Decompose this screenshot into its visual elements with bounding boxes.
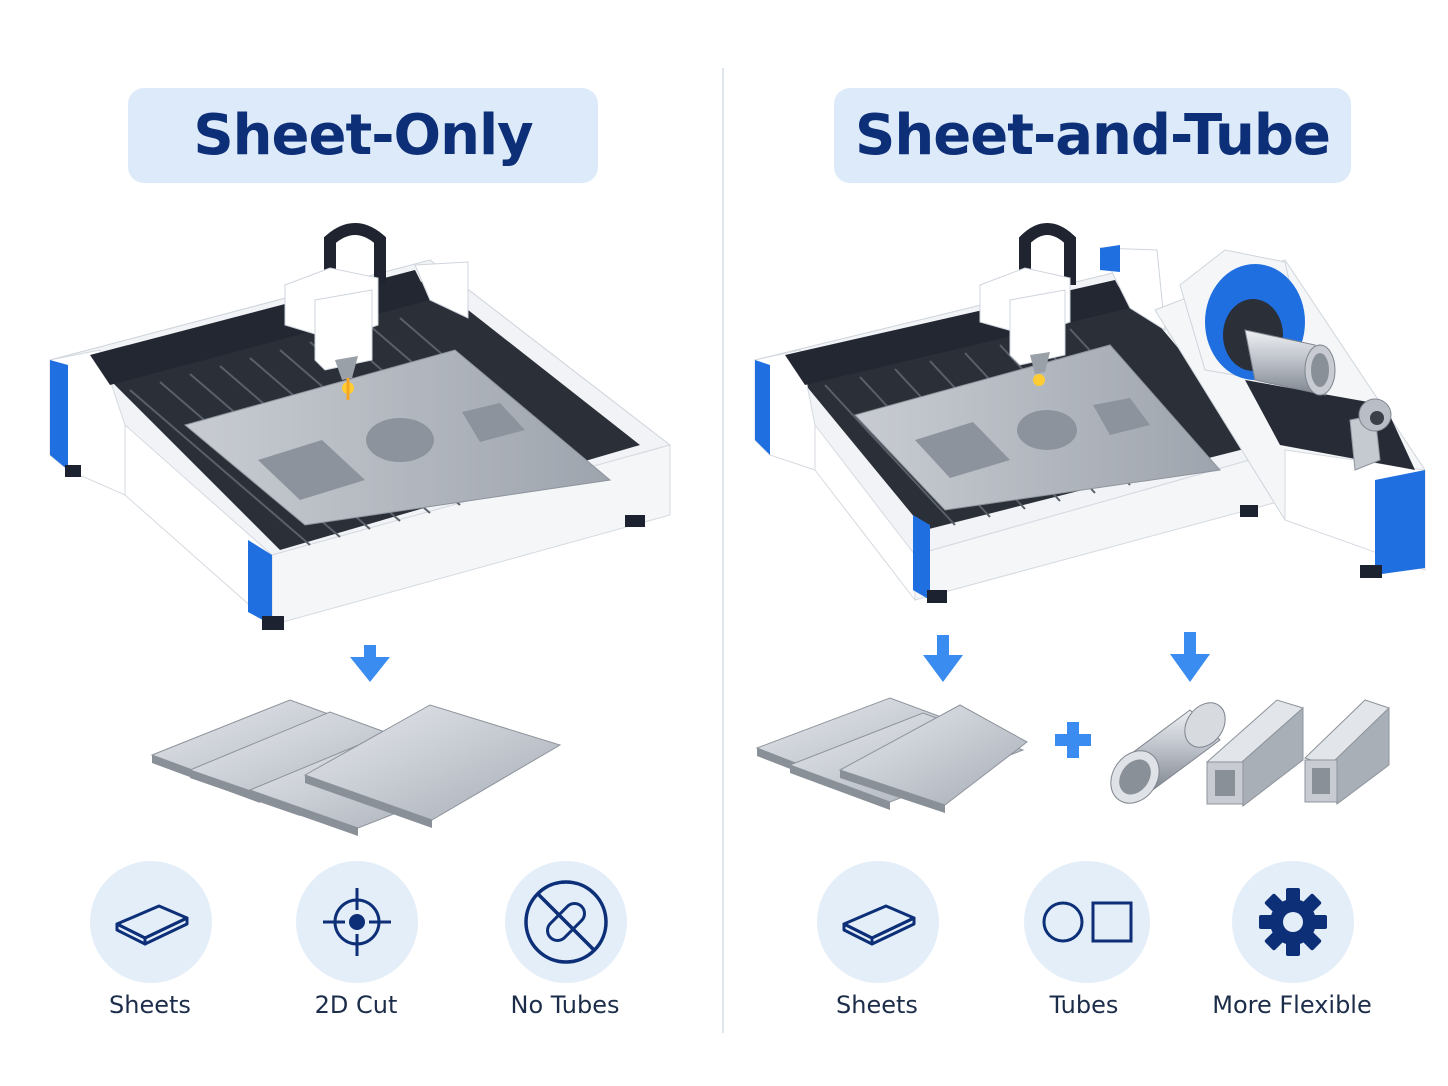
feature-circle xyxy=(90,861,212,983)
feature-label: Sheets xyxy=(836,991,918,1019)
plus-icon xyxy=(1055,722,1091,758)
feature-label: More Flexible xyxy=(1212,991,1372,1019)
center-divider xyxy=(722,68,724,1033)
feature-label: No Tubes xyxy=(510,991,620,1019)
laser-head xyxy=(284,223,386,400)
sheet-only-title-box: Sheet-Only xyxy=(128,88,598,183)
square-tube-illustration xyxy=(1304,699,1390,805)
down-arrow-icon xyxy=(1170,632,1210,682)
crosshair-icon xyxy=(323,888,391,956)
gear-icon xyxy=(1259,888,1327,956)
sheet-and-tube-title-box: Sheet-and-Tube xyxy=(834,88,1351,183)
feature-circle xyxy=(1232,861,1354,983)
sheet-only-title: Sheet-Only xyxy=(193,103,533,168)
down-arrow-icon xyxy=(350,645,390,682)
feature-no-tubes: No Tubes xyxy=(465,861,665,1041)
feature-circle xyxy=(817,861,939,983)
feature-label: Tubes xyxy=(1049,991,1119,1019)
sheet-icon xyxy=(842,904,916,946)
sheet-and-tube-title: Sheet-and-Tube xyxy=(855,103,1331,168)
feature-label: Sheets xyxy=(109,991,191,1019)
round-tube-illustration xyxy=(1110,702,1226,804)
tube-cutting-unit xyxy=(1154,249,1426,578)
sheet-stack-illustration xyxy=(755,697,1028,813)
feature-sheets: Sheets xyxy=(50,861,250,1041)
sheet-stack-illustration xyxy=(150,699,562,836)
feature-circle xyxy=(296,861,418,983)
feature-2d-cut: 2D Cut xyxy=(256,861,456,1041)
feature-more-flexible: More Flexible xyxy=(1192,861,1392,1041)
feature-label: 2D Cut xyxy=(314,991,398,1019)
feature-tubes: Tubes xyxy=(984,861,1184,1041)
sheet-only-panel: Sheet-Only xyxy=(0,0,723,1086)
sheet-laser-cutter-illustration xyxy=(48,223,672,836)
feature-circle xyxy=(505,861,627,983)
tube-shapes-icon xyxy=(1042,901,1133,943)
no-tubes-icon xyxy=(524,880,608,964)
sheet-and-tube-laser-cutter-illustration xyxy=(754,223,1426,813)
square-tube-illustration xyxy=(1206,699,1304,807)
feature-sheets: Sheets xyxy=(777,861,977,1041)
sheet-icon xyxy=(115,904,189,946)
laser-head xyxy=(979,223,1076,386)
sheet-and-tube-panel: Sheet-and-Tube xyxy=(725,0,1448,1086)
feature-circle xyxy=(1024,861,1150,983)
down-arrow-icon xyxy=(923,635,963,682)
